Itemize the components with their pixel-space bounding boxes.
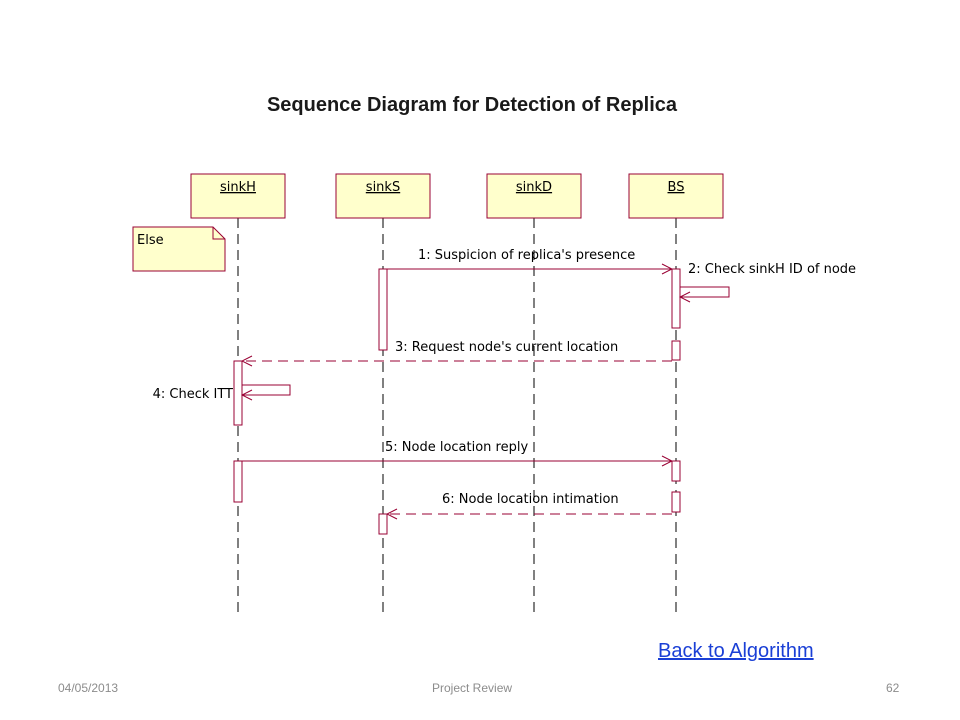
object-sinkS: sinkS [335, 173, 431, 219]
message-4: 4: Check ITT [153, 384, 291, 402]
activation-bar [233, 360, 243, 426]
object-sinkH: sinkH [190, 173, 286, 219]
activation-bar [671, 460, 681, 482]
message-label: 1: Suspicion of replica's presence [418, 248, 635, 263]
message-2: 2: Check sinkH ID of node [680, 262, 856, 297]
activation-bar [378, 513, 388, 535]
footer-date: 04/05/2013 [58, 681, 119, 695]
message-label: 3: Request node's current location [395, 340, 618, 355]
message-1: 1: Suspicion of replica's presence [387, 248, 672, 269]
activation-bar [671, 491, 681, 513]
message-label: 2: Check sinkH ID of node [688, 262, 856, 277]
message-6: 6: Node location intimation [387, 492, 672, 514]
activation-bar [378, 268, 388, 351]
message-label: 6: Node location intimation [442, 492, 619, 507]
message-arrow [242, 384, 291, 395]
message-label: 5: Node location reply [385, 440, 528, 455]
else-note: Else [132, 226, 226, 272]
activation-bar [233, 460, 243, 503]
object-sinkD: sinkD [486, 173, 582, 219]
note-label: Else [137, 233, 164, 248]
footer-title: Project Review [432, 681, 513, 695]
message-5: 5: Node location reply [242, 440, 672, 461]
object-label: sinkS [366, 180, 400, 195]
object-label: sinkD [516, 180, 552, 195]
object-label: sinkH [220, 180, 256, 195]
message-arrow [680, 286, 730, 297]
page-number: 62 [886, 681, 900, 695]
activation-bar [671, 268, 681, 329]
activation-bar [671, 340, 681, 361]
slide-title: Sequence Diagram for Detection of Replic… [266, 94, 678, 116]
lifelines [237, 218, 677, 612]
message-label: 4: Check ITT [153, 387, 233, 402]
object-label: BS [668, 180, 685, 195]
back-to-algorithm-link[interactable]: Back to Algorithm [658, 640, 814, 662]
object-BS: BS [628, 173, 724, 219]
message-3: 3: Request node's current location [242, 340, 672, 361]
